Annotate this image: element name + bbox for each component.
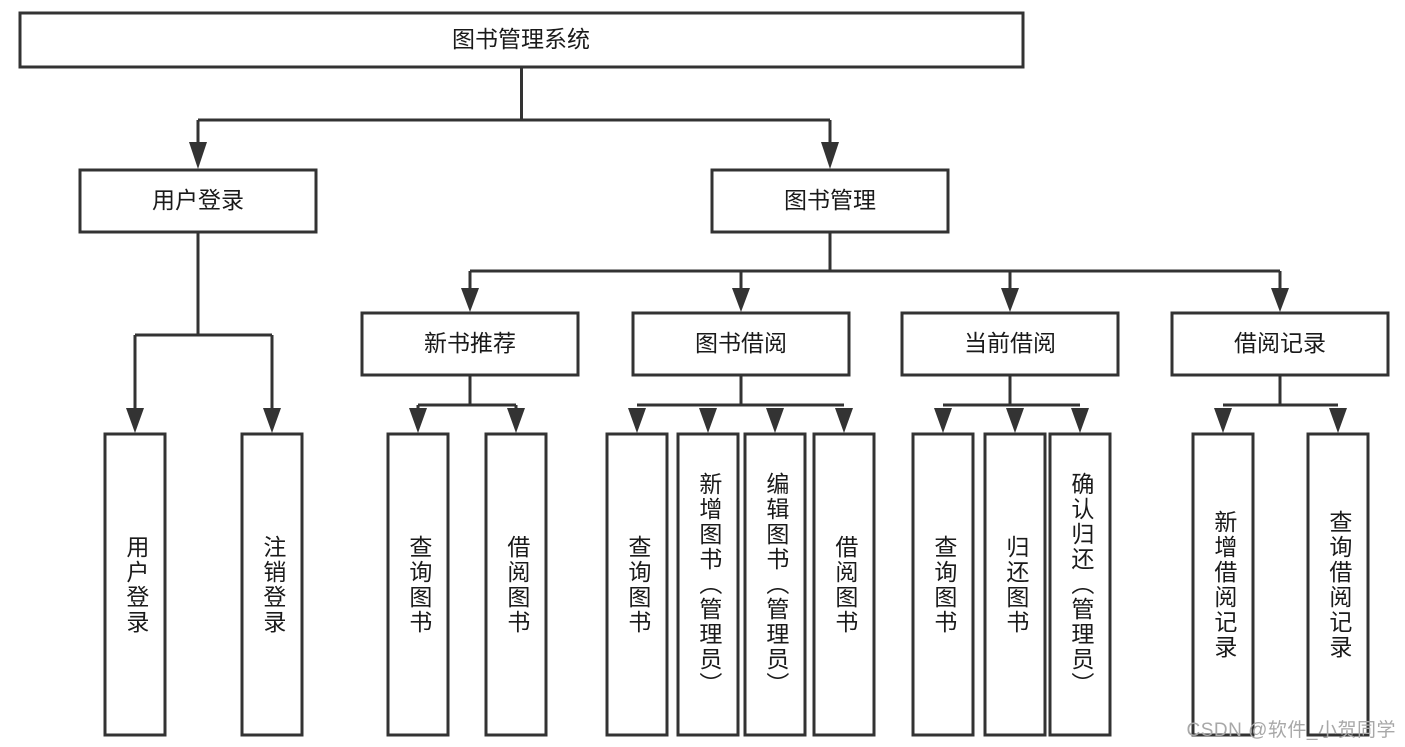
node-leaf-9[interactable] — [911, 432, 975, 737]
node-leaf-10[interactable] — [983, 432, 1047, 737]
label-l3-3: 当前借阅 — [964, 330, 1056, 356]
arrow-l3-2-to-leaf-6 — [699, 408, 717, 433]
arrow-l3-4-to-leaf-13 — [1329, 408, 1347, 433]
node-leaf-11[interactable] — [1048, 432, 1112, 737]
horizontal-label-layer: 图书管理系统 用户登录 图书管理 新书推荐 图书借阅 当前借阅 借阅记录 — [152, 26, 1326, 356]
label-l3-1: 新书推荐 — [424, 330, 516, 356]
node-root[interactable] — [18, 11, 1025, 69]
node-leaf-7[interactable] — [743, 432, 807, 737]
edge-layer — [126, 67, 1347, 433]
arrow-root-to-l2-1 — [189, 142, 207, 169]
arrow-l2-1-to-leaf-2 — [263, 408, 281, 433]
node-l3-1[interactable] — [360, 311, 580, 377]
node-leaf-4[interactable] — [484, 432, 548, 737]
arrow-l3-3-to-leaf-9 — [934, 408, 952, 433]
arrow-root-to-l2-2 — [821, 142, 839, 169]
arrow-l3-1-to-leaf-3 — [409, 408, 427, 433]
node-leaf-6[interactable] — [676, 432, 740, 737]
arrow-l2-1-to-leaf-1 — [126, 408, 144, 433]
node-layer — [18, 11, 1390, 737]
label-l2-2: 图书管理 — [784, 187, 876, 213]
label-l2-1: 用户登录 — [152, 187, 244, 213]
arrow-l3-1-to-leaf-4 — [507, 408, 525, 433]
label-root: 图书管理系统 — [452, 26, 590, 52]
label-l3-2: 图书借阅 — [695, 330, 787, 356]
node-l2-1[interactable] — [78, 168, 318, 234]
csdn-watermark: CSDN @软件_小贺同学 — [1186, 720, 1396, 741]
node-leaf-3[interactable] — [386, 432, 450, 737]
node-leaf-5[interactable] — [605, 432, 669, 737]
node-leaf-13[interactable] — [1306, 432, 1370, 737]
arrow-l3-3-to-leaf-11 — [1071, 408, 1089, 433]
node-l3-3[interactable] — [900, 311, 1120, 377]
arrow-l3-2-to-leaf-7 — [766, 408, 784, 433]
arrow-l3-2-to-leaf-8 — [835, 408, 853, 433]
arrow-l3-2-to-leaf-5 — [628, 408, 646, 433]
node-leaf-8[interactable] — [812, 432, 876, 737]
node-l3-4[interactable] — [1170, 311, 1390, 377]
arrow-l3-4-to-leaf-12 — [1214, 408, 1232, 433]
arrow-l3-3-to-leaf-10 — [1006, 408, 1024, 433]
arrow-l2-2-to-l3-1 — [461, 288, 479, 312]
node-l3-2[interactable] — [631, 311, 851, 377]
arrow-l2-2-to-l3-3 — [1001, 288, 1019, 312]
node-leaf-2[interactable] — [240, 432, 304, 737]
label-l3-4: 借阅记录 — [1234, 330, 1326, 356]
node-l2-2[interactable] — [710, 168, 950, 234]
arrow-l2-2-to-l3-4 — [1271, 288, 1289, 312]
node-leaf-12[interactable] — [1191, 432, 1255, 737]
node-leaf-1[interactable] — [103, 432, 167, 737]
arrow-l2-2-to-l3-2 — [732, 288, 750, 312]
